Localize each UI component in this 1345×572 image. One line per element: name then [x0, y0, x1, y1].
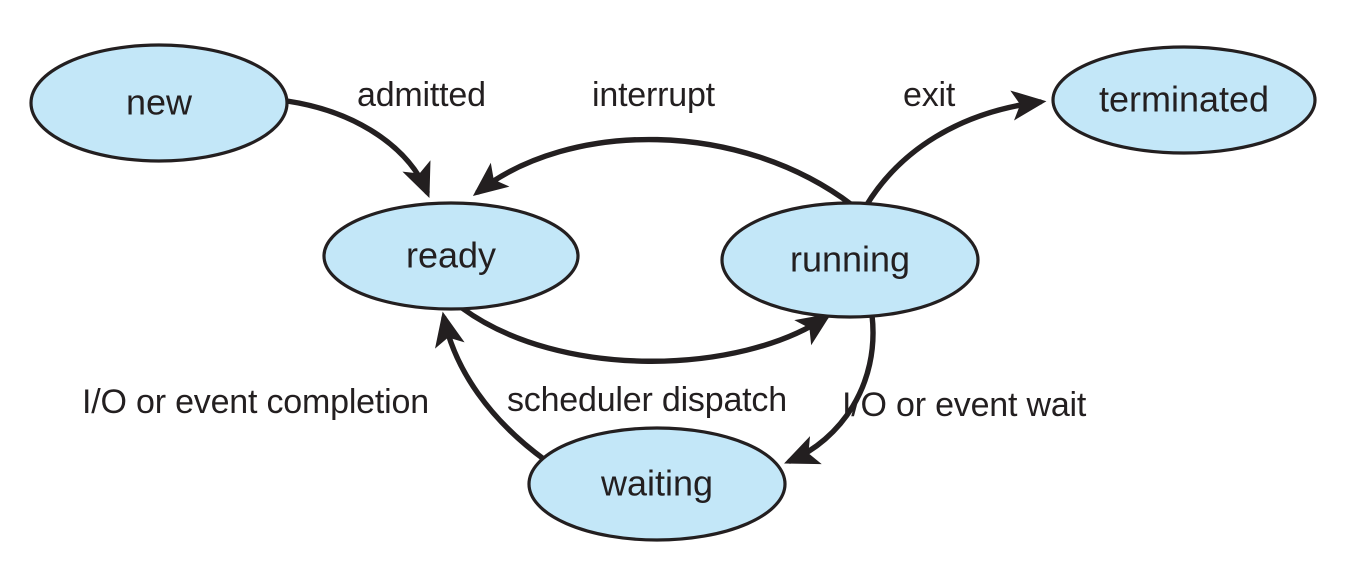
- node-running[interactable]: running: [720, 201, 980, 319]
- nodes-layer: new terminated ready running waiting: [29, 43, 1317, 542]
- node-label-terminated: terminated: [1099, 79, 1269, 120]
- edge-waiting-to-ready: [435, 311, 548, 463]
- edge-running-to-waiting: [784, 312, 876, 465]
- node-label-ready: ready: [406, 235, 496, 276]
- edge-label-admitted: admitted: [357, 76, 486, 114]
- edge-label-scheduler-dispatch: scheduler dispatch: [507, 381, 787, 419]
- node-terminated[interactable]: terminated: [1051, 45, 1317, 155]
- edge-label-exit: exit: [903, 76, 956, 114]
- edge-ready-to-running: [459, 305, 832, 364]
- node-label-running: running: [790, 239, 910, 280]
- edge-running-to-terminated: [863, 90, 1047, 209]
- edge-label-interrupt: interrupt: [592, 76, 715, 114]
- edge-new-to-ready: [284, 98, 431, 199]
- node-ready[interactable]: ready: [322, 201, 580, 311]
- node-label-waiting: waiting: [600, 463, 713, 504]
- edge-label-io-or-event-completion: I/O or event completion: [82, 383, 429, 421]
- edge-label-io-or-event-wait: I/O or event wait: [842, 386, 1087, 424]
- edges-layer: [284, 90, 1047, 465]
- node-waiting[interactable]: waiting: [527, 426, 787, 542]
- node-new[interactable]: new: [29, 43, 289, 163]
- edge-running-to-ready: [472, 136, 855, 208]
- node-label-new: new: [126, 82, 193, 123]
